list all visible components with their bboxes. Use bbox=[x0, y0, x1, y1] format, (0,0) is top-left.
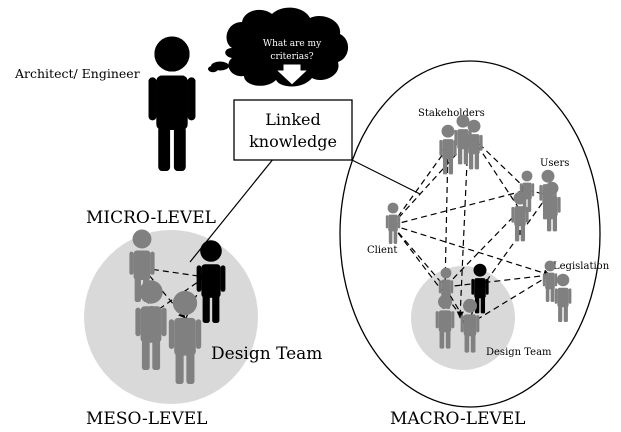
stakeholders-label: Stakeholders bbox=[418, 108, 485, 119]
linked-knowledge-line-2: knowledge bbox=[249, 132, 337, 151]
thought-line-2: criterias? bbox=[270, 52, 313, 62]
linked-knowledge-line-1: Linked bbox=[265, 110, 320, 129]
thought-bubble: What are my criterias? bbox=[208, 7, 349, 87]
client-figure bbox=[385, 202, 401, 244]
architect-label: Architect/ Engineer bbox=[14, 66, 140, 81]
user-3 bbox=[543, 181, 561, 232]
linked-knowledge-box bbox=[233, 99, 353, 161]
connector-to-macro bbox=[351, 159, 421, 195]
architect-figure-overlay bbox=[148, 36, 196, 171]
legislation-2 bbox=[554, 273, 572, 322]
macro-ellipse bbox=[339, 60, 601, 408]
meso-circle bbox=[84, 230, 258, 404]
users-label: Users bbox=[540, 158, 569, 169]
micro-level-label: MICRO-LEVEL bbox=[86, 208, 216, 228]
legislation-label: Legislation bbox=[553, 261, 610, 272]
user-1 bbox=[519, 170, 535, 212]
macro-design-team-label: Design Team bbox=[486, 347, 552, 358]
stakeholder-1 bbox=[439, 124, 457, 175]
thought-line-1: What are my bbox=[263, 39, 322, 49]
client-label: Client bbox=[367, 245, 397, 256]
macro-level-label: MACRO-LEVEL bbox=[390, 409, 525, 429]
meso-design-team-label: Design Team bbox=[211, 344, 322, 364]
thought-arrow-icon bbox=[274, 63, 310, 86]
meso-level-label: MESO-LEVEL bbox=[86, 409, 207, 429]
